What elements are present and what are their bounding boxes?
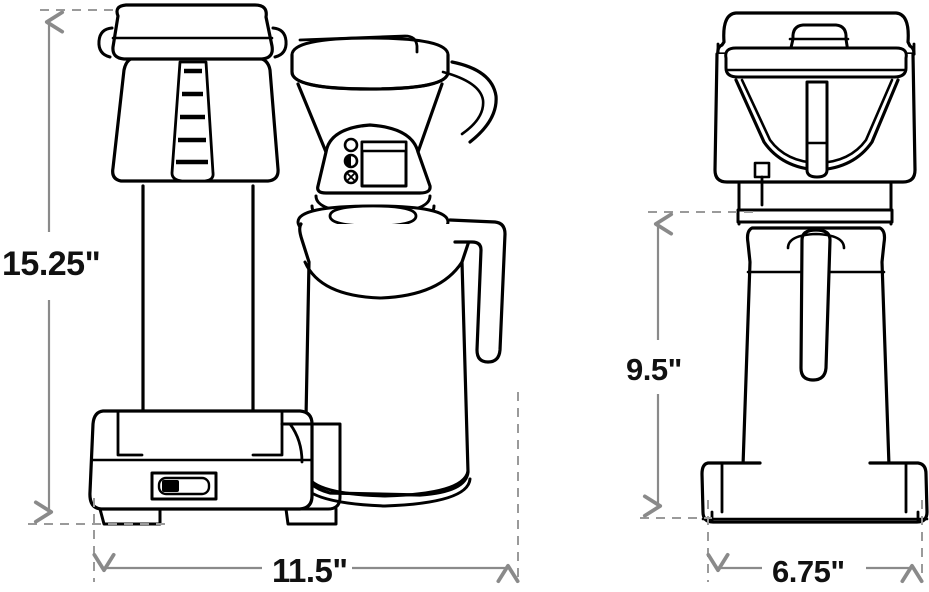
dimension-height	[28, 9, 170, 525]
dimension-label-depth-width: 6.75"	[772, 554, 845, 589]
front-view	[88, 3, 507, 526]
dimension-label-height: 15.25"	[2, 245, 101, 283]
base-plate	[700, 461, 929, 524]
gauge-ticks	[176, 68, 208, 165]
dimension-depth-height	[640, 211, 756, 519]
filter-basket	[290, 34, 498, 154]
half-circle-indicator-icon	[343, 153, 359, 169]
funnel-stem	[805, 80, 829, 179]
carafe-handle-rear	[786, 228, 846, 382]
crossed-circle-indicator-icon	[343, 169, 359, 185]
power-switch[interactable]	[150, 471, 218, 501]
circle-indicator-icon	[343, 137, 359, 153]
dimension-label-width: 11.5"	[272, 552, 348, 589]
dimension-width	[92, 392, 520, 584]
lid-knob	[788, 23, 850, 54]
water-level-gauge	[170, 60, 215, 183]
appliance-base	[88, 409, 342, 511]
water-reservoir-lid	[97, 3, 288, 61]
control-indicator-icons	[343, 137, 359, 185]
dimension-depth-width	[706, 500, 924, 584]
thermal-carafe	[298, 222, 473, 497]
side-view	[700, 11, 929, 524]
control-panel	[360, 140, 408, 188]
carafe-collar	[736, 208, 894, 224]
drip-stop	[753, 161, 771, 207]
dimension-label-depth-height: 9.5"	[626, 352, 682, 387]
carafe-handle	[448, 218, 507, 364]
base-feet	[98, 507, 338, 526]
